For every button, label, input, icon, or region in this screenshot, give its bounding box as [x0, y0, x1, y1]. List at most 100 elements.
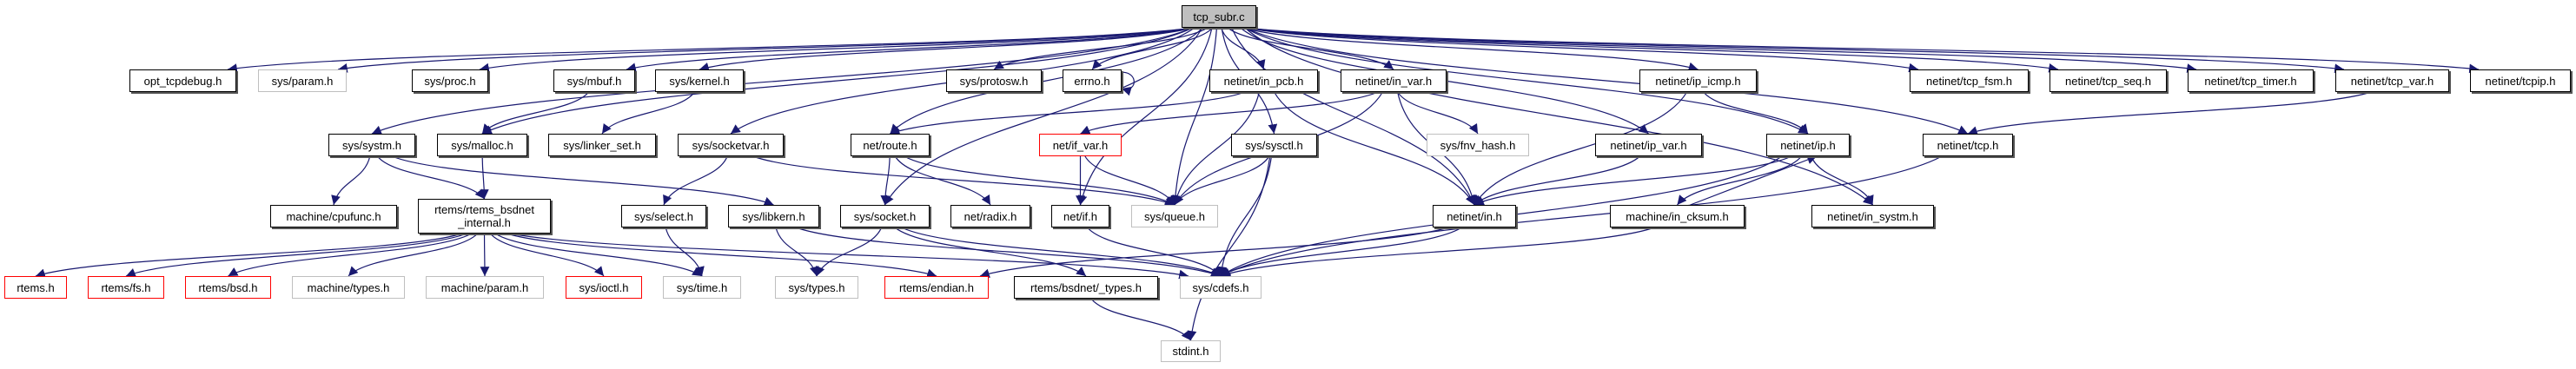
- node-label: machine/in_cksum.h: [1626, 209, 1729, 223]
- node-sys-kernel[interactable]: sys/kernel.h: [655, 69, 744, 92]
- edge-root-to-sys-queue: [1170, 27, 1218, 206]
- node-netinet-in[interactable]: netinet/in.h: [1433, 205, 1516, 227]
- node-in-pcb[interactable]: netinet/in_pcb.h: [1209, 69, 1318, 92]
- node-ip-icmp[interactable]: netinet/ip_icmp.h: [1639, 69, 1757, 92]
- node-sys-fnv-hash[interactable]: sys/fnv_hash.h: [1427, 134, 1529, 156]
- edge-in-pcb-to-sys-queue: [1172, 91, 1260, 206]
- edge-errno-to-errno: [1116, 71, 1135, 96]
- edge-bsdnet-internal-to-machine-types: [348, 233, 479, 277]
- edge-root-to-ip: [1244, 27, 1809, 135]
- node-sys-libkern[interactable]: sys/libkern.h: [728, 205, 819, 227]
- node-in-cksum[interactable]: machine/in_cksum.h: [1610, 205, 1745, 227]
- node-sys-linker-set[interactable]: sys/linker_set.h: [548, 134, 656, 156]
- node-label: netinet/ip_icmp.h: [1655, 74, 1741, 88]
- node-bsdnet-internal[interactable]: rtems/rtems_bsdnet _internal.h: [418, 199, 551, 234]
- edge-bsdnet-types-to-stdint: [1090, 298, 1191, 341]
- node-machine-types[interactable]: machine/types.h: [292, 276, 405, 299]
- node-label: rtems/endian.h: [899, 280, 974, 294]
- edge-root-to-sys-proc: [479, 27, 1194, 73]
- node-ip[interactable]: netinet/ip.h: [1766, 134, 1850, 156]
- node-cpufunc[interactable]: machine/cpufunc.h: [270, 205, 397, 227]
- node-label: netinet/tcp_timer.h: [2204, 74, 2297, 88]
- node-rtems-fs[interactable]: rtems/fs.h: [88, 276, 164, 299]
- edge-sys-sysctl-to-sys-cdefs: [1217, 155, 1273, 277]
- node-tcp-seq[interactable]: netinet/tcp_seq.h: [2050, 69, 2167, 92]
- edge-root-to-sys-kernel: [699, 27, 1194, 72]
- edge-root-to-sys-mbuf: [626, 27, 1194, 72]
- node-errno[interactable]: errno.h: [1063, 69, 1122, 92]
- edge-net-if-var-to-sys-queue: [1084, 155, 1175, 206]
- node-label: sys/mbuf.h: [566, 74, 622, 88]
- node-sys-time[interactable]: sys/time.h: [663, 276, 741, 299]
- node-sys-queue[interactable]: sys/queue.h: [1131, 205, 1218, 227]
- edge-in-cksum-to-ip: [1690, 155, 1818, 206]
- node-in-systm[interactable]: netinet/in_systm.h: [1811, 205, 1934, 227]
- node-net-radix[interactable]: net/radix.h: [950, 205, 1030, 227]
- edge-root-to-net-if: [1077, 27, 1213, 206]
- node-net-if-var[interactable]: net/if_var.h: [1039, 134, 1122, 156]
- node-stdint[interactable]: stdint.h: [1161, 340, 1221, 362]
- node-net-route[interactable]: net/route.h: [851, 134, 930, 156]
- node-bsdnet-types[interactable]: rtems/bsdnet/_types.h: [1014, 276, 1158, 299]
- edge-ip-icmp-to-ip: [1703, 91, 1809, 135]
- node-sys-protosw[interactable]: sys/protosw.h: [946, 69, 1042, 92]
- node-label: net/radix.h: [964, 209, 1017, 223]
- node-label: rtems/fs.h: [101, 280, 151, 294]
- edge-root-to-ip-icmp: [1242, 27, 1699, 72]
- node-rtems[interactable]: rtems.h: [4, 276, 67, 299]
- edge-sys-malloc-to-bsdnet-internal: [479, 155, 489, 200]
- edge-in-pcb-to-net-route: [890, 91, 1246, 135]
- edge-sys-sysctl-to-sys-queue: [1174, 155, 1270, 206]
- edge-root-to-opt-tcpdebug: [227, 27, 1194, 73]
- node-machine-param[interactable]: machine/param.h: [426, 276, 544, 299]
- edge-in-pcb-to-netinet-in: [1274, 91, 1475, 206]
- node-sys-mbuf[interactable]: sys/mbuf.h: [553, 69, 635, 92]
- node-sys-ioctl[interactable]: sys/ioctl.h: [566, 276, 642, 299]
- node-sys-param[interactable]: sys/param.h: [258, 69, 347, 92]
- node-sys-select[interactable]: sys/select.h: [621, 205, 706, 227]
- node-label: sys/ioctl.h: [579, 280, 629, 294]
- node-rtems-bsd[interactable]: rtems/bsd.h: [185, 276, 271, 299]
- node-sys-malloc[interactable]: sys/malloc.h: [437, 134, 527, 156]
- edge-sys-socketvar-to-sys-queue: [752, 155, 1175, 207]
- edge-in-var-to-net-if-var: [1080, 91, 1379, 135]
- edge-ip-icmp-to-netinet-in: [1473, 91, 1688, 206]
- node-label: rtems/rtems_bsdnet _internal.h: [434, 203, 534, 229]
- edge-bsdnet-internal-to-sys-time: [494, 233, 703, 277]
- edge-root-to-tcp-timer: [1244, 27, 2197, 73]
- node-tcp-var[interactable]: netinet/tcp_var.h: [2335, 69, 2449, 92]
- node-sys-sysctl[interactable]: sys/sysctl.h: [1231, 134, 1317, 156]
- node-tcp[interactable]: netinet/tcp.h: [1923, 134, 2013, 156]
- node-root[interactable]: tcp_subr.c: [1182, 5, 1256, 28]
- edge-netinet-in-to-rtems-endian: [979, 227, 1449, 279]
- node-label: netinet/ip_var.h: [1610, 138, 1687, 152]
- edge-ip-to-netinet-in: [1473, 155, 1792, 206]
- node-tcp-timer[interactable]: netinet/tcp_timer.h: [2188, 69, 2314, 92]
- edge-sys-kernel-to-sys-linker-set: [601, 91, 695, 135]
- edge-root-to-in-pcb: [1220, 27, 1266, 70]
- node-label: sys/cdefs.h: [1192, 280, 1249, 294]
- node-label: rtems/bsdnet/_types.h: [1030, 280, 1142, 294]
- node-sys-socket[interactable]: sys/socket.h: [840, 205, 930, 227]
- node-sys-types[interactable]: sys/types.h: [775, 276, 858, 299]
- node-sys-cdefs[interactable]: sys/cdefs.h: [1180, 276, 1262, 299]
- node-label: netinet/in_systm.h: [1827, 209, 1918, 223]
- node-sys-socketvar[interactable]: sys/socketvar.h: [678, 134, 784, 156]
- node-ip-var[interactable]: netinet/ip_var.h: [1595, 134, 1702, 156]
- node-tcp-fsm[interactable]: netinet/tcp_fsm.h: [1910, 69, 2029, 92]
- node-sys-proc[interactable]: sys/proc.h: [412, 69, 488, 92]
- node-in-var[interactable]: netinet/in_var.h: [1341, 69, 1447, 92]
- node-opt-tcpdebug[interactable]: opt_tcpdebug.h: [129, 69, 236, 92]
- edge-net-route-to-sys-socket: [880, 155, 891, 206]
- node-label: net/if.h: [1063, 209, 1098, 223]
- node-net-if[interactable]: net/if.h: [1051, 205, 1109, 227]
- node-rtems-endian[interactable]: rtems/endian.h: [884, 276, 989, 299]
- node-tcpip[interactable]: netinet/tcpip.h: [2470, 69, 2571, 92]
- node-label: sys/systm.h: [342, 138, 401, 152]
- node-label: stdint.h: [1172, 345, 1209, 358]
- edge-root-to-sys-systm: [371, 27, 1194, 135]
- node-label: machine/types.h: [307, 280, 390, 294]
- edge-bsdnet-internal-to-rtems-endian: [507, 233, 937, 278]
- node-label: sys/select.h: [634, 209, 693, 223]
- node-sys-systm[interactable]: sys/systm.h: [328, 134, 415, 156]
